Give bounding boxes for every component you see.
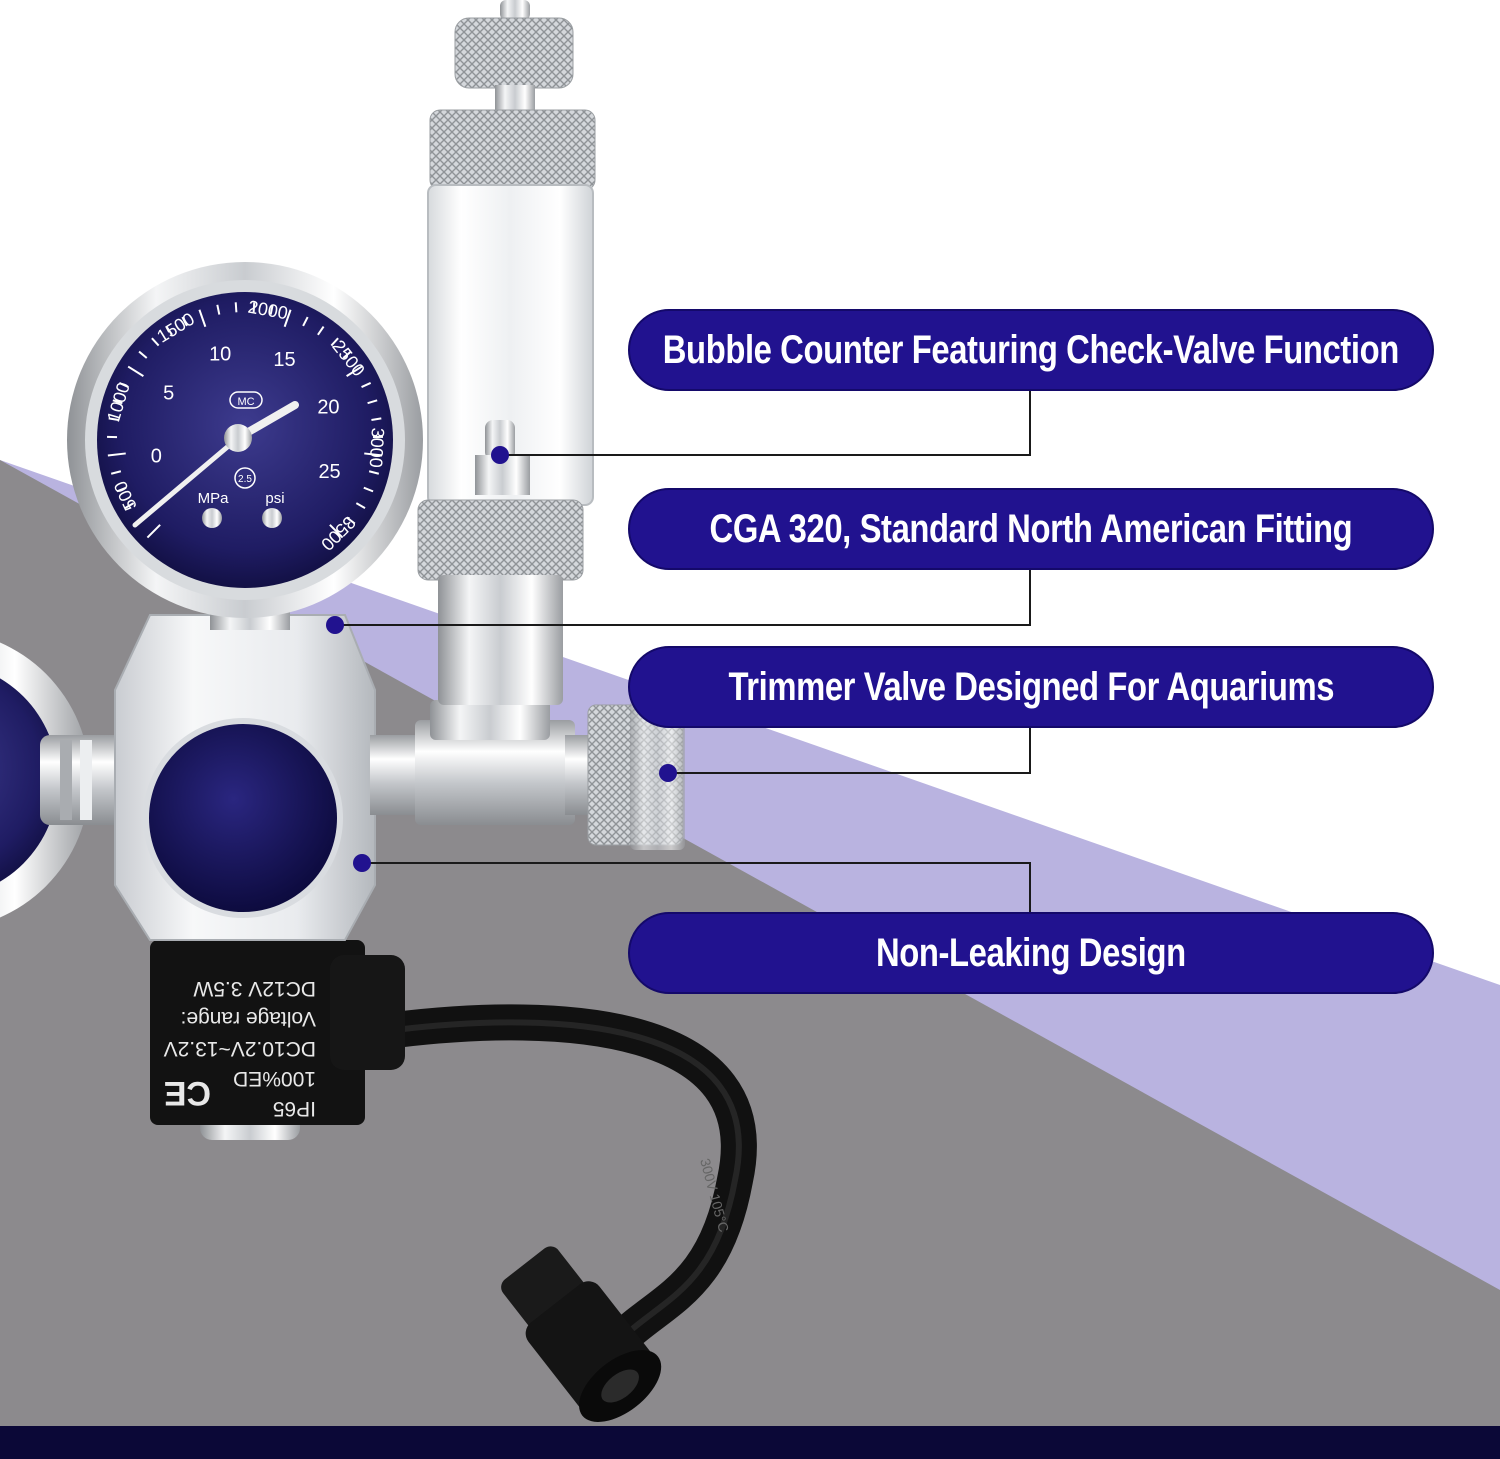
gauge-tick xyxy=(346,516,356,525)
leader-trimmer-valve xyxy=(668,728,1031,774)
gauge-tick xyxy=(151,337,160,347)
callout-bubble-counter-text: Bubble Counter Featuring Check-Valve Fun… xyxy=(662,327,1400,372)
callout-cga-fitting: CGA 320, Standard North American Fitting xyxy=(628,488,1434,570)
dot-trimmer-valve xyxy=(659,764,677,782)
callout-non-leaking-text: Non-Leaking Design xyxy=(876,930,1186,975)
gauge-tick xyxy=(112,399,123,405)
gauge-tick xyxy=(165,325,173,336)
gauge-tick xyxy=(302,316,309,327)
dot-non-leaking xyxy=(353,854,371,872)
leader-bubble-counter xyxy=(500,390,1031,456)
gauge-psi-unit: psi xyxy=(265,490,284,507)
gauge-mpa-label: 5 xyxy=(163,382,174,404)
gauge-mpa-unit: MPa xyxy=(198,490,230,507)
callout-non-leaking: Non-Leaking Design xyxy=(628,912,1434,994)
gauge-tick xyxy=(355,502,366,509)
callout-trimmer-valve-text: Trimmer Valve Designed For Aquariums xyxy=(728,664,1334,709)
left-partial-gauge xyxy=(0,642,90,918)
gauge-tick xyxy=(252,302,256,313)
gauge-tick xyxy=(124,502,135,509)
gauge-tick xyxy=(363,486,374,493)
gauge-tick xyxy=(181,316,188,327)
bottom-bar xyxy=(0,1426,1500,1459)
solenoid-label-range-title: Voltage range: xyxy=(181,1007,316,1030)
gauge-mpa-label: 20 xyxy=(317,396,339,418)
solenoid-valve: IP65 100%ED DC10.2V~13.2V Voltage range:… xyxy=(150,940,405,1140)
callout-bubble-counter: Bubble Counter Featuring Check-Valve Fun… xyxy=(628,309,1434,391)
trimmer-valve-assembly xyxy=(415,700,685,850)
gauge-mpa-label: 10 xyxy=(209,343,231,365)
leader-non-leaking xyxy=(362,862,1031,912)
gauge-tick xyxy=(317,325,325,336)
outlet-port xyxy=(149,724,337,912)
gauge-tick xyxy=(367,399,378,405)
callout-leaders xyxy=(335,390,1031,912)
gauge-tick xyxy=(127,365,144,378)
gauge-tick xyxy=(371,417,382,421)
gauge-tick xyxy=(364,452,383,457)
gauge-tick xyxy=(107,452,126,457)
gauge-tick xyxy=(116,486,127,493)
gauge-mpa-label: 25 xyxy=(318,461,340,483)
dot-cga-fitting xyxy=(326,616,344,634)
gauge-tick xyxy=(368,470,380,475)
gauge-tick xyxy=(198,309,207,328)
dc-power-plug xyxy=(501,1246,662,1422)
gauge-tick xyxy=(283,309,292,328)
dot-bubble-counter xyxy=(491,446,509,464)
callout-cga-fitting-text: CGA 320, Standard North American Fitting xyxy=(709,506,1353,551)
gauge-psi-label: 3000 xyxy=(366,427,388,468)
gauge-tick xyxy=(346,365,363,378)
solenoid-label-ip: IP65 xyxy=(273,1097,316,1120)
solenoid-label-power: DC12V 3.5W xyxy=(193,977,316,1000)
gauge-tick xyxy=(110,470,122,475)
leader-cga-fitting xyxy=(335,570,1031,626)
gauge-tick xyxy=(342,350,352,359)
gauge-tick xyxy=(234,302,238,313)
callout-trimmer-valve: Trimmer Valve Designed For Aquariums xyxy=(628,646,1434,728)
ce-mark: CE xyxy=(164,1074,211,1112)
gauge-tick xyxy=(138,350,148,359)
gauge-tick xyxy=(146,524,161,539)
gauge-tick xyxy=(118,382,129,388)
solenoid-label-range-values: DC10.2V~13.2V xyxy=(164,1037,316,1060)
callout-dots xyxy=(326,446,677,872)
gauge-class-mark: 2.5 xyxy=(238,474,252,485)
gauge-mpa-label: 0 xyxy=(151,446,162,468)
gauge-needle xyxy=(132,435,241,528)
gauge-tick xyxy=(361,382,372,388)
gauge-tick xyxy=(329,524,344,539)
gauge-tick xyxy=(216,304,221,315)
gauge-mpa-label: 15 xyxy=(273,349,295,371)
bubble-counter xyxy=(417,0,596,705)
gauge-tick xyxy=(269,304,274,315)
gauge-brand-mark: MC xyxy=(237,396,254,408)
gauge-tick xyxy=(108,417,119,421)
solenoid-label-ed: 100%ED xyxy=(233,1067,316,1090)
gauge-tick xyxy=(330,337,339,347)
